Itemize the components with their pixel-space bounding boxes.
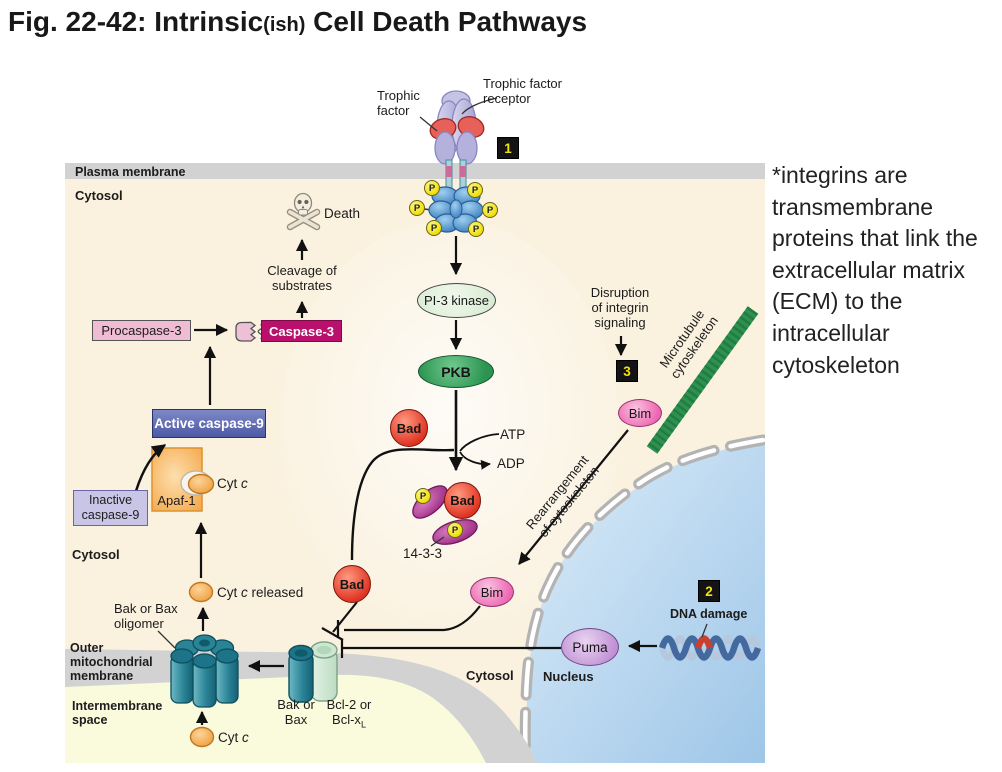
cytc-on-apaf bbox=[187, 473, 215, 495]
cytosol-label-top: Cytosol bbox=[75, 188, 123, 203]
nucleus-label: Nucleus bbox=[543, 669, 594, 684]
bak-or-bax-label: Bak or Bax bbox=[277, 697, 315, 727]
phosphate-icon: P bbox=[409, 200, 425, 216]
note-line: proteins that link the bbox=[772, 225, 978, 252]
dna-damage-site bbox=[694, 635, 714, 650]
cytc-bottom-label: Cyt c bbox=[218, 730, 249, 745]
note-line: intracellular bbox=[772, 319, 890, 346]
intermembrane-space-label: Intermembrane space bbox=[72, 699, 163, 727]
apaf1-label: Apaf-1 bbox=[157, 493, 196, 508]
note-line: cytoskeleton bbox=[772, 351, 900, 378]
integrin-note: *integrins are transmembrane proteins th… bbox=[772, 160, 978, 381]
cleavage-label: Cleavage of substrates bbox=[267, 263, 337, 293]
phosphate-icon: P bbox=[424, 180, 440, 196]
cytosol-label-mid: Cytosol bbox=[72, 547, 120, 562]
bcl2-label: Bcl-2 or Bcl-xL bbox=[326, 697, 372, 730]
pathway-arrows bbox=[134, 236, 657, 725]
pi3-kinase-node: PI-3 kinase bbox=[417, 283, 496, 318]
dna-helix bbox=[658, 635, 762, 661]
cytc-intermembrane-oval bbox=[189, 726, 215, 748]
disruption-label: Disruption of integrin signaling bbox=[590, 285, 650, 330]
procaspase-fragment bbox=[235, 321, 257, 342]
trophic-factor-label: Trophic factor bbox=[377, 88, 420, 118]
outer-mitochondrial-membrane-label: Outer mitochondrial membrane bbox=[70, 641, 153, 683]
procaspase3-box: Procaspase-3 bbox=[92, 320, 191, 341]
atp-label: ATP bbox=[500, 427, 526, 442]
trophic-factor-receptor-label: Trophic factor receptor bbox=[483, 76, 562, 106]
phosphate-icon: P bbox=[415, 488, 431, 504]
note-line: transmembrane bbox=[772, 193, 934, 220]
bad-node-phospho: Bad bbox=[444, 482, 481, 519]
note-line: (ECM) to the bbox=[772, 288, 903, 315]
cytc-released-label: Cyt c released bbox=[217, 585, 304, 600]
cytc-released-oval bbox=[188, 581, 214, 603]
figure-title: Fig. 22-42: Intrinsic(ish) Cell Death Pa… bbox=[8, 6, 588, 37]
step-badge-3: 3 bbox=[616, 360, 638, 382]
adp-label: ADP bbox=[497, 456, 525, 471]
note-line: *integrins are bbox=[772, 162, 908, 188]
puma-node: Puma bbox=[561, 628, 619, 666]
fourteen-three-three-label: 14-3-3 bbox=[403, 546, 443, 561]
nucleus-shape bbox=[526, 442, 765, 763]
phosphate-icon: P bbox=[426, 220, 442, 236]
cytc-label: Cyt c bbox=[217, 476, 248, 491]
pkb-node: PKB bbox=[418, 355, 494, 388]
death-label: Death bbox=[324, 206, 361, 221]
phosphate-icon: P bbox=[468, 221, 484, 237]
plasma-membrane-band bbox=[65, 163, 765, 179]
pointer-lines bbox=[157, 97, 708, 649]
bak-bax-oligomer-graphic bbox=[170, 634, 239, 708]
dna-damage-label: DNA damage bbox=[670, 607, 748, 621]
bak-bax-oligomer-label: Bak or Bax oligomer bbox=[114, 601, 178, 631]
phosphate-icon: P bbox=[447, 522, 463, 538]
bim-node-bottom: Bim bbox=[470, 577, 514, 607]
microtubule-cytoskeleton bbox=[646, 306, 759, 454]
step-badge-2: 2 bbox=[698, 580, 720, 602]
note-line: extracellular matrix bbox=[772, 256, 965, 283]
bakbax-bcl2-pair-graphic bbox=[288, 641, 338, 703]
pathway-diagram-artwork bbox=[65, 75, 765, 763]
phosphate-icon: P bbox=[467, 182, 483, 198]
plasma-membrane-label: Plasma membrane bbox=[75, 165, 186, 179]
caspase3-box: Caspase-3 bbox=[261, 320, 342, 342]
phosphate-icon: P bbox=[482, 202, 498, 218]
skull-icon bbox=[286, 192, 321, 231]
bad-node-top: Bad bbox=[390, 409, 428, 447]
bad-node-bottom: Bad bbox=[333, 565, 371, 603]
bim-node-top: Bim bbox=[618, 399, 662, 427]
active-caspase9-box: Active caspase-9 bbox=[152, 409, 266, 438]
step-badge-1: 1 bbox=[497, 137, 519, 159]
cytosol-label-nucleus: Cytosol bbox=[466, 668, 514, 683]
extracellular-background bbox=[65, 75, 765, 163]
